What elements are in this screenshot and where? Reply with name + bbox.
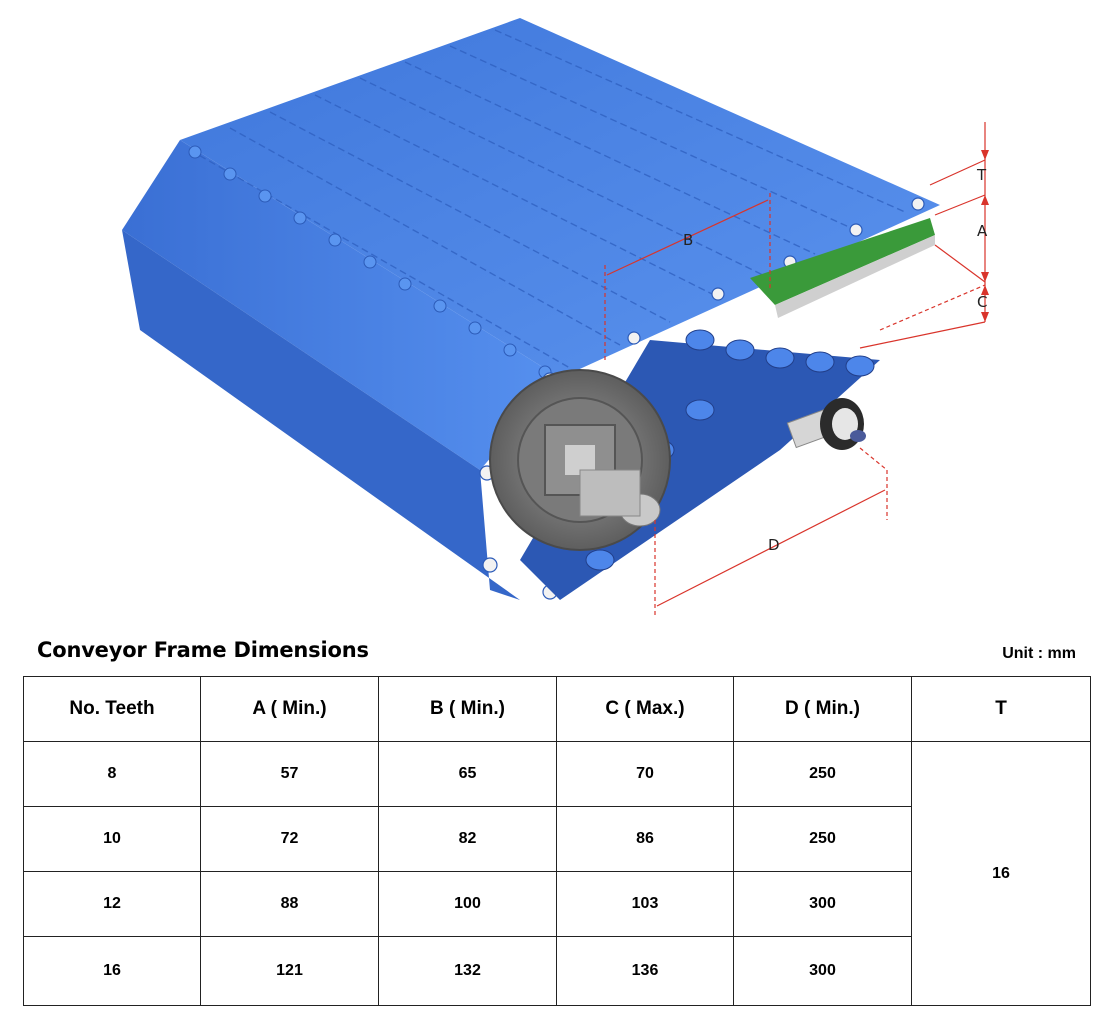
cell-c: 70	[556, 741, 734, 807]
cell-d: 300	[733, 936, 912, 1006]
cell-c: 136	[556, 936, 734, 1006]
header-no-teeth: No. Teeth	[23, 676, 201, 742]
table-row: 16 121 132 136 300	[23, 936, 1091, 1006]
cell-a: 88	[200, 871, 379, 937]
conveyor-illustration: B T A C D	[122, 18, 989, 615]
header-c-max: C ( Max.)	[556, 676, 734, 742]
unit-note: Unit : mm	[1002, 645, 1076, 662]
cell-b: 65	[378, 741, 557, 807]
table-header-row: No. Teeth A ( Min.) B ( Min.) C ( Max.) …	[23, 676, 1091, 742]
wear-strip-base	[775, 235, 935, 318]
cell-a: 121	[200, 936, 379, 1006]
header-a-min: A ( Min.)	[200, 676, 379, 742]
cell-t-merged: 16	[911, 741, 1091, 1006]
header-b-min: B ( Min.)	[378, 676, 557, 742]
cell-b: 100	[378, 871, 557, 937]
table-row: 10 72 82 86 250	[23, 806, 1091, 872]
dimension-label-d: D	[768, 536, 780, 554]
dimensions-table: No. Teeth A ( Min.) B ( Min.) C ( Max.) …	[23, 676, 1091, 1006]
header-d-min: D ( Min.)	[733, 676, 912, 742]
belt-front-face	[122, 230, 520, 600]
belt-left-face	[122, 140, 560, 470]
cell-teeth: 8	[23, 741, 201, 807]
dimension-label-a: A	[977, 222, 988, 240]
cell-d: 250	[733, 741, 912, 807]
cell-d: 250	[733, 806, 912, 872]
cell-a: 72	[200, 806, 379, 872]
drive-shaft	[579, 469, 661, 527]
table-row: 8 57 65 70 250 16	[23, 741, 1091, 1006]
dimension-label-b: B	[683, 231, 693, 249]
cell-teeth: 10	[23, 806, 201, 872]
dimension-label-c: C	[977, 293, 987, 311]
cell-c: 103	[556, 871, 734, 937]
cell-c: 86	[556, 806, 734, 872]
belt-top-surface	[180, 18, 940, 378]
dimension-label-t: T	[976, 166, 987, 184]
cell-b: 82	[378, 806, 557, 872]
cell-teeth: 16	[23, 936, 201, 1006]
section-title: Conveyor Frame Dimensions	[37, 638, 369, 662]
header-t: T	[911, 676, 1091, 742]
cell-d: 300	[733, 871, 912, 937]
wear-strip	[750, 218, 935, 305]
cell-b: 132	[378, 936, 557, 1006]
dimension-arrowheads	[981, 150, 989, 322]
return-roller	[786, 398, 866, 450]
cell-teeth: 12	[23, 871, 201, 937]
cell-a: 57	[200, 741, 379, 807]
belt-module-seams	[189, 29, 906, 369]
